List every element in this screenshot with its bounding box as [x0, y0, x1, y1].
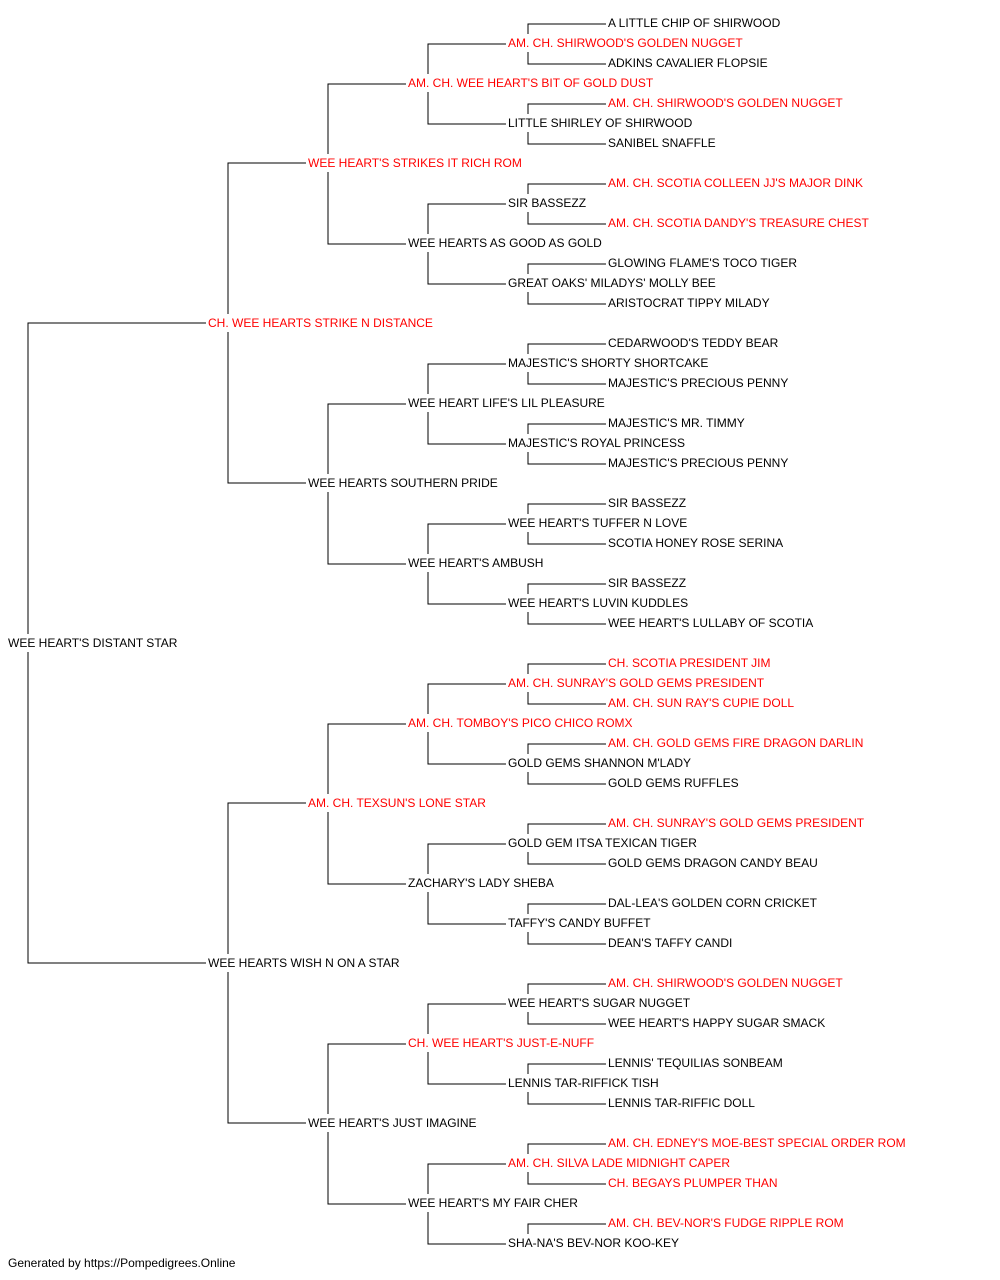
pedigree-name-dam-dam-dam: WEE HEART'S MY FAIR CHER — [408, 1196, 578, 1210]
connector-sire-dam — [327, 403, 406, 565]
connector-sire-dam-dam-sire — [527, 503, 606, 545]
connector-dam-dam-sire-sire — [527, 983, 606, 1025]
pedigree-name-sire-dam: WEE HEARTS SOUTHERN PRIDE — [308, 476, 498, 490]
pedigree-name-dam-sire: AM. CH. TEXSUN'S LONE STAR — [308, 796, 486, 810]
pedigree-name-sire-sire-dam-dam-dam: ARISTOCRAT TIPPY MILADY — [608, 296, 770, 310]
connector-sire-dam-sire-sire — [527, 343, 606, 385]
pedigree-name-sire-dam-dam-dam-dam: WEE HEART'S LULLABY OF SCOTIA — [608, 616, 813, 630]
connector-sire-sire-dam-sire — [527, 183, 606, 225]
pedigree-name-dam-sire-sire-dam-sire: AM. CH. GOLD GEMS FIRE DRAGON DARLIN — [608, 736, 863, 750]
pedigree-name-dam-dam-sire-dam-sire: LENNIS' TEQUILIAS SONBEAM — [608, 1056, 783, 1070]
connector-dam-sire-sire — [427, 683, 506, 765]
connector-dam-dam-sire-dam — [527, 1063, 606, 1105]
pedigree-name-sire-dam-sire-sire: MAJESTIC'S SHORTY SHORTCAKE — [508, 356, 708, 370]
connector-dam-dam-dam — [427, 1163, 506, 1245]
pedigree-name-sire-sire-dam-sire-dam: AM. CH. SCOTIA DANDY'S TREASURE CHEST — [608, 216, 869, 230]
pedigree-name-sire-sire-dam-sire: SIR BASSEZZ — [508, 196, 586, 210]
pedigree-name-dam-dam-sire-sire: WEE HEART'S SUGAR NUGGET — [508, 996, 691, 1010]
pedigree-name-subject: WEE HEART'S DISTANT STAR — [8, 636, 178, 650]
pedigree-name-dam-sire-dam-sire: GOLD GEM ITSA TEXICAN TIGER — [508, 836, 697, 850]
pedigree-name-sire-sire-sire-dam: LITTLE SHIRLEY OF SHIRWOOD — [508, 116, 693, 130]
pedigree-name-sire-dam-sire-dam-sire: MAJESTIC'S MR. TIMMY — [608, 416, 745, 430]
pedigree-name-sire-dam-dam-sire-sire: SIR BASSEZZ — [608, 496, 686, 510]
pedigree-name-dam-sire-sire-sire-dam: AM. CH. SUN RAY'S CUPIE DOLL — [608, 696, 794, 710]
pedigree-name-sire-sire-dam-dam-sire: GLOWING FLAME'S TOCO TIGER — [608, 256, 797, 270]
pedigree-name-dam-sire-dam-dam-sire: DAL-LEA'S GOLDEN CORN CRICKET — [608, 896, 818, 910]
connector-dam-sire-dam-dam — [527, 903, 606, 945]
connector-sire-dam-dam — [427, 523, 506, 605]
pedigree-name-dam-dam-sire: CH. WEE HEART'S JUST-E-NUFF — [408, 1036, 594, 1050]
pedigree-tree: WEE HEART'S DISTANT STAR CH. WEE HEARTS S… — [8, 16, 906, 1250]
connector-dam-sire-sire-dam — [527, 743, 606, 785]
connector-sire-sire-dam-dam — [527, 263, 606, 305]
pedigree-name-dam-sire-dam-sire-dam: GOLD GEMS DRAGON CANDY BEAU — [608, 856, 818, 870]
pedigree-name-dam-sire-dam-dam-dam: DEAN'S TAFFY CANDI — [608, 936, 732, 950]
pedigree-name-sire-dam-sire-sire-sire: CEDARWOOD'S TEDDY BEAR — [608, 336, 779, 350]
pedigree-name-dam-dam-sire-dam: LENNIS TAR-RIFFICK TISH — [508, 1076, 659, 1090]
pedigree-name-sire-dam-sire-dam: MAJESTIC'S ROYAL PRINCESS — [508, 436, 685, 450]
pedigree-name-sire: CH. WEE HEARTS STRIKE N DISTANCE — [208, 316, 433, 330]
pedigree-name-dam-dam-dam-dam-sire: AM. CH. BEV-NOR'S FUDGE RIPPLE ROM — [608, 1216, 844, 1230]
connector-sire-sire-dam — [427, 203, 506, 285]
pedigree-name-dam-sire-sire-dam-dam: GOLD GEMS RUFFLES — [608, 776, 739, 790]
pedigree-name-sire-sire-dam: WEE HEARTS AS GOOD AS GOLD — [408, 236, 602, 250]
connector-dam — [227, 802, 306, 1124]
generated-by-footer: Generated by https://Pompedigrees.Online — [8, 1256, 236, 1270]
pedigree-name-dam-sire-dam-dam: TAFFY'S CANDY BUFFET — [508, 916, 651, 930]
pedigree-name-dam-dam-sire-dam-dam: LENNIS TAR-RIFFIC DOLL — [608, 1096, 755, 1110]
pedigree-name-sire-dam-dam-dam: WEE HEART'S LUVIN KUDDLES — [508, 596, 688, 610]
pedigree-name-sire-sire-sire-sire: AM. CH. SHIRWOOD'S GOLDEN NUGGET — [508, 36, 743, 50]
pedigree-name-sire-sire-dam-sire-sire: AM. CH. SCOTIA COLLEEN JJ'S MAJOR DINK — [608, 176, 863, 190]
connector-dam-dam-sire — [427, 1003, 506, 1085]
connector-sire-dam-dam-dam — [527, 583, 606, 625]
pedigree-name-dam-sire-sire: AM. CH. TOMBOY'S PICO CHICO ROMX — [408, 716, 633, 730]
connector-dam-dam — [327, 1043, 406, 1205]
pedigree-name-dam-sire-sire-sire: AM. CH. SUNRAY'S GOLD GEMS PRESIDENT — [508, 676, 765, 690]
connector-dam-sire — [327, 723, 406, 885]
pedigree-name-dam-dam-sire-sire-dam: WEE HEART'S HAPPY SUGAR SMACK — [608, 1016, 825, 1030]
connector-dam-dam-dam-dam — [527, 1223, 606, 1234]
connector-dam-dam-dam-sire — [527, 1143, 606, 1185]
pedigree-name-dam-dam-dam-dam: SHA-NA'S BEV-NOR KOO-KEY — [508, 1236, 679, 1250]
pedigree-name-sire-sire-sire-dam-dam: SANIBEL SNAFFLE — [608, 136, 716, 150]
connector-dam-sire-dam-sire — [527, 823, 606, 865]
pedigree-name-dam-dam: WEE HEART'S JUST IMAGINE — [308, 1116, 477, 1130]
pedigree-name-sire-sire-dam-dam: GREAT OAKS' MILADYS' MOLLY BEE — [508, 276, 716, 290]
pedigree-name-dam-dam-dam-sire: AM. CH. SILVA LADE MIDNIGHT CAPER — [508, 1156, 730, 1170]
pedigree-name-sire-dam-dam-sire-dam: SCOTIA HONEY ROSE SERINA — [608, 536, 783, 550]
connector-sire — [227, 162, 306, 484]
pedigree-name-sire-sire-sire-sire-sire: A LITTLE CHIP OF SHIRWOOD — [608, 16, 781, 30]
connector-dam-sire-dam — [427, 843, 506, 925]
pedigree-name-dam-sire-dam-sire-sire: AM. CH. SUNRAY'S GOLD GEMS PRESIDENT — [608, 816, 865, 830]
pedigree-name-sire-dam-dam: WEE HEART'S AMBUSH — [408, 556, 543, 570]
pedigree-name-sire-sire-sire-sire-dam: ADKINS CAVALIER FLOPSIE — [608, 56, 768, 70]
pedigree-name-sire-dam-dam-sire: WEE HEART'S TUFFER N LOVE — [508, 516, 687, 530]
pedigree-name-sire-sire: WEE HEART'S STRIKES IT RICH ROM — [308, 156, 522, 170]
pedigree-name-dam-sire-sire-sire-sire: CH. SCOTIA PRESIDENT JIM — [608, 656, 770, 670]
pedigree-name-sire-dam-sire-dam-dam: MAJESTIC'S PRECIOUS PENNY — [608, 456, 788, 470]
pedigree-name-sire-sire-sire-dam-sire: AM. CH. SHIRWOOD'S GOLDEN NUGGET — [608, 96, 843, 110]
pedigree-name-dam-dam-sire-sire-sire: AM. CH. SHIRWOOD'S GOLDEN NUGGET — [608, 976, 843, 990]
connector-sire-sire-sire — [427, 43, 506, 125]
pedigree-name-sire-dam-dam-dam-sire: SIR BASSEZZ — [608, 576, 686, 590]
pedigree-name-dam-sire-sire-dam: GOLD GEMS SHANNON M'LADY — [508, 756, 691, 770]
pedigree-name-dam-sire-dam: ZACHARY'S LADY SHEBA — [408, 876, 554, 890]
pedigree-name-sire-dam-sire-sire-dam: MAJESTIC'S PRECIOUS PENNY — [608, 376, 788, 390]
connector-sire-dam-sire — [427, 363, 506, 445]
pedigree-name-dam: WEE HEARTS WISH N ON A STAR — [208, 956, 400, 970]
connector-sire-sire — [327, 83, 406, 245]
connector-sire-sire-sire-dam — [527, 103, 606, 145]
connector-dam-sire-sire-sire — [527, 663, 606, 705]
pedigree-name-sire-sire-sire: AM. CH. WEE HEART'S BIT OF GOLD DUST — [408, 76, 654, 90]
pedigree-name-dam-dam-dam-sire-dam: CH. BEGAYS PLUMPER THAN — [608, 1176, 778, 1190]
pedigree-name-sire-dam-sire: WEE HEART LIFE'S LIL PLEASURE — [408, 396, 605, 410]
connector-sire-dam-sire-dam — [527, 423, 606, 465]
pedigree-name-dam-dam-dam-sire-sire: AM. CH. EDNEY'S MOE-BEST SPECIAL ORDER R… — [608, 1136, 906, 1150]
connector-subject — [27, 322, 206, 964]
connector-sire-sire-sire-sire — [527, 23, 606, 65]
